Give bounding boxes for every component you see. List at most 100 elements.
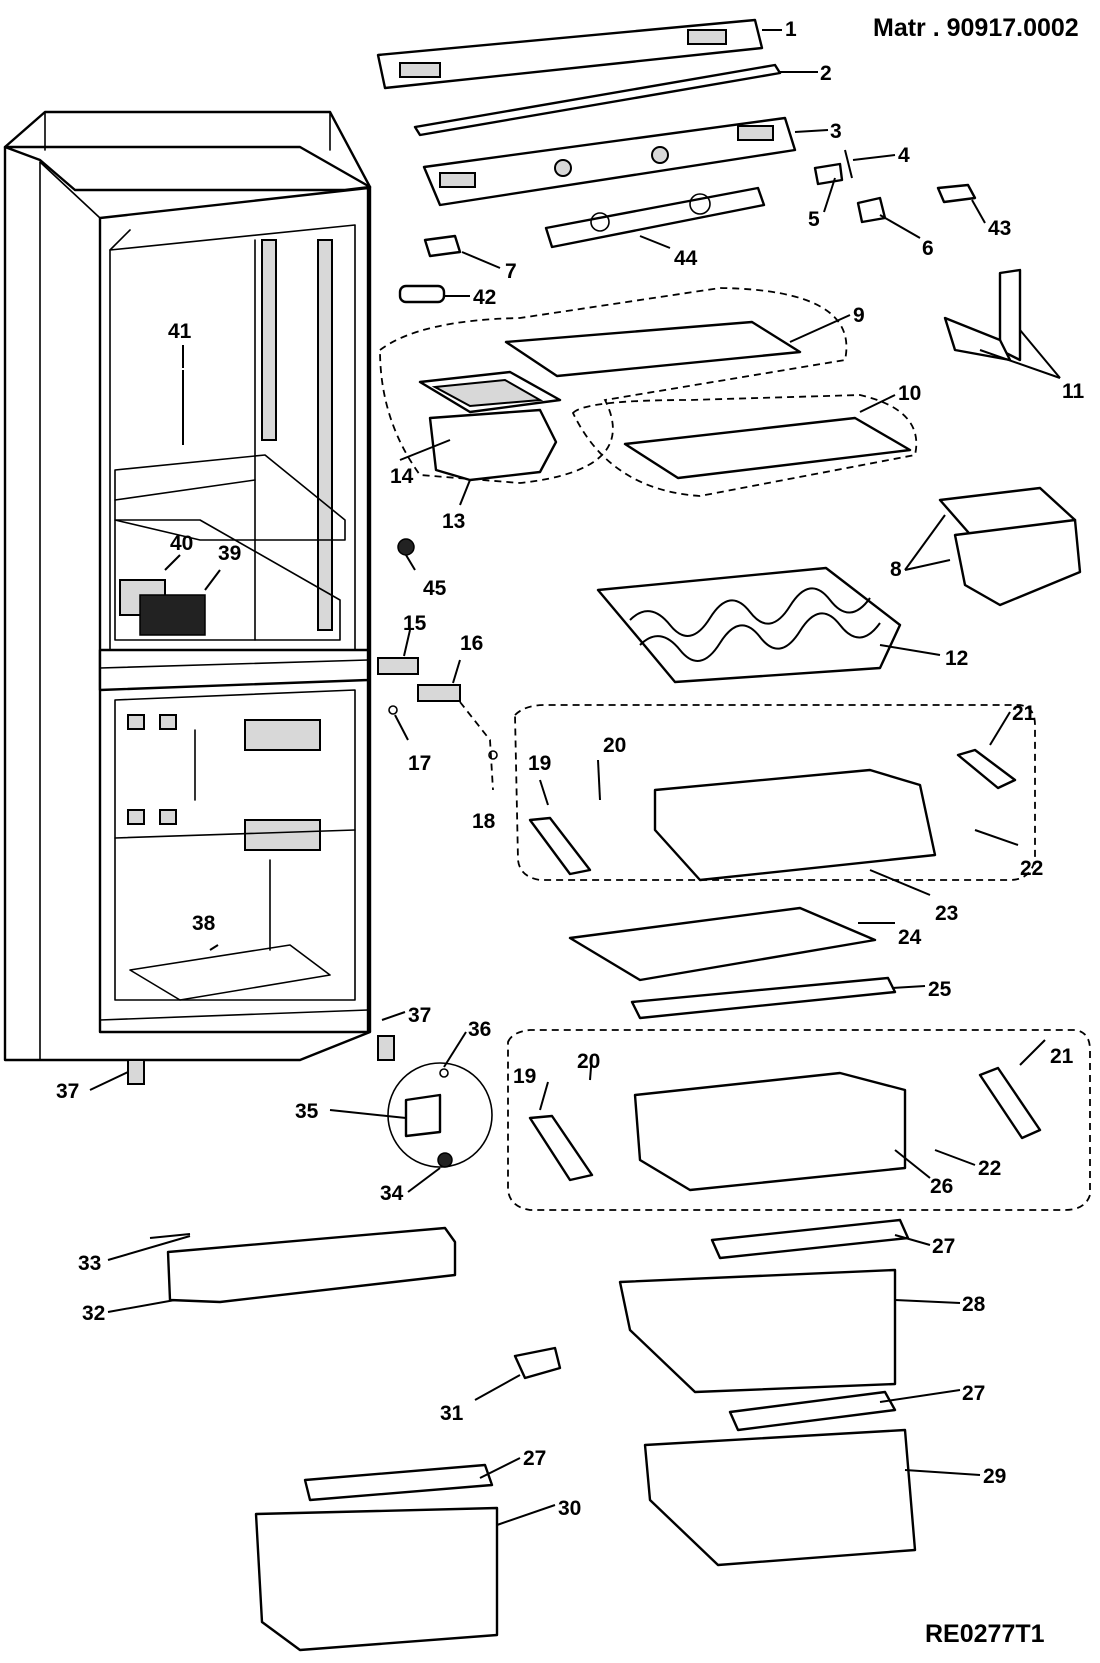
leader-lines — [89, 29, 1061, 1526]
label-35: 35 — [295, 1100, 319, 1123]
part-16-hinge-plate — [417, 684, 461, 702]
label-29: 29 — [983, 1465, 1006, 1488]
label-22a: 22 — [1020, 857, 1043, 880]
part-number-labels: 1 2 3 4 5 6 7 8 9 10 11 12 13 14 15 16 1… — [56, 18, 1085, 1520]
label-9: 9 — [853, 304, 865, 327]
label-18: 18 — [472, 810, 496, 833]
label-27a: 27 — [932, 1235, 955, 1258]
part-3-control-panel — [422, 116, 797, 207]
part-36-pin — [439, 1068, 449, 1078]
part-12-bottle-rack — [596, 566, 902, 684]
part-23-drawer — [653, 768, 937, 882]
part-25-frame — [630, 976, 897, 1020]
part-13-dairy-tray — [428, 408, 558, 482]
label-42: 42 — [473, 286, 496, 309]
part-24-glass-shelf — [568, 906, 877, 982]
label-24: 24 — [898, 926, 922, 949]
label-44: 44 — [674, 247, 698, 270]
label-21a: 21 — [1012, 702, 1036, 725]
crisper-group-outline-2 — [507, 1029, 1091, 1211]
label-10: 10 — [898, 382, 921, 405]
label-34: 34 — [380, 1182, 404, 1205]
label-5: 5 — [808, 208, 820, 231]
label-36: 36 — [468, 1018, 491, 1041]
part-1-top-cover — [376, 18, 764, 90]
part-6-clip — [856, 196, 887, 224]
part-17-washer — [388, 705, 398, 715]
label-43: 43 — [988, 217, 1011, 240]
part-30-drawer — [254, 1463, 499, 1652]
label-28: 28 — [962, 1293, 986, 1316]
label-21b: 21 — [1050, 1045, 1074, 1068]
label-6: 6 — [922, 237, 934, 260]
label-15: 15 — [403, 612, 427, 635]
label-45: 45 — [423, 577, 447, 600]
label-14: 14 — [390, 465, 414, 488]
drawing-code: RE0277T1 — [925, 1620, 1045, 1648]
shelf-group-outline — [379, 287, 848, 484]
label-26: 26 — [930, 1175, 953, 1198]
part-26-drawer — [633, 1071, 907, 1192]
crisper-group-outline-1 — [514, 704, 1036, 881]
label-7: 7 — [505, 260, 517, 283]
part-45-knob — [397, 538, 415, 556]
label-19b: 19 — [513, 1065, 536, 1088]
hinge-detail-circle — [387, 1062, 493, 1168]
label-1: 1 — [785, 18, 797, 41]
shelf-group-outline-2 — [571, 394, 918, 497]
part-10-glass-shelf — [623, 416, 912, 480]
label-33: 33 — [78, 1252, 101, 1275]
label-39: 39 — [218, 542, 241, 565]
part-14-dairy-box — [418, 370, 562, 414]
part-8-fan-unit — [938, 486, 1082, 607]
label-27b: 27 — [962, 1382, 985, 1405]
label-2: 2 — [820, 62, 832, 85]
part-33-clip — [149, 1233, 191, 1239]
part-19-rail-b — [528, 1114, 594, 1182]
part-7-lamp-holder — [423, 234, 462, 258]
part-9-glass-shelf — [504, 320, 802, 378]
label-22b: 22 — [978, 1157, 1001, 1180]
part-19-rail-a — [528, 816, 592, 876]
part-44-thermostat-plate — [544, 186, 766, 249]
label-30: 30 — [558, 1497, 581, 1520]
label-40: 40 — [170, 532, 193, 555]
label-17: 17 — [408, 752, 431, 775]
label-4: 4 — [898, 144, 910, 167]
part-15-hinge-plate — [377, 657, 419, 675]
label-11: 11 — [1062, 380, 1085, 403]
label-12: 12 — [945, 647, 968, 670]
label-13: 13 — [442, 510, 465, 533]
label-20b: 20 — [577, 1050, 600, 1073]
part-21-rail-b — [978, 1066, 1042, 1140]
label-20a: 20 — [603, 734, 626, 757]
part-32-kick-plate — [166, 1226, 457, 1304]
part-35-hinge — [404, 1093, 442, 1138]
part-31-handle — [513, 1346, 562, 1380]
part-42-bulb — [398, 284, 446, 304]
label-16: 16 — [460, 632, 483, 655]
refrigerator-cabinet — [3, 110, 395, 1085]
part-11-hinge-bracket — [943, 268, 1022, 362]
label-25: 25 — [928, 978, 952, 1001]
label-32: 32 — [82, 1302, 105, 1325]
part-28-drawer — [618, 1218, 910, 1394]
label-27c: 27 — [523, 1447, 546, 1470]
part-34-bush — [437, 1152, 453, 1168]
label-37a: 37 — [408, 1004, 431, 1027]
label-38: 38 — [192, 912, 216, 935]
label-23: 23 — [935, 902, 958, 925]
part-29-drawer — [643, 1390, 917, 1567]
matr-code: Matr . 90917.0002 — [873, 14, 1079, 42]
part-4-screw — [844, 149, 853, 179]
label-8: 8 — [890, 558, 902, 581]
label-31: 31 — [440, 1402, 464, 1425]
part-18-washer — [488, 750, 498, 760]
part-43-knob — [936, 183, 977, 204]
label-19a: 19 — [528, 752, 551, 775]
part-5-bracket — [813, 162, 844, 186]
part-21-rail-a — [956, 748, 1017, 790]
label-37b: 37 — [56, 1080, 79, 1103]
label-41: 41 — [168, 320, 192, 343]
